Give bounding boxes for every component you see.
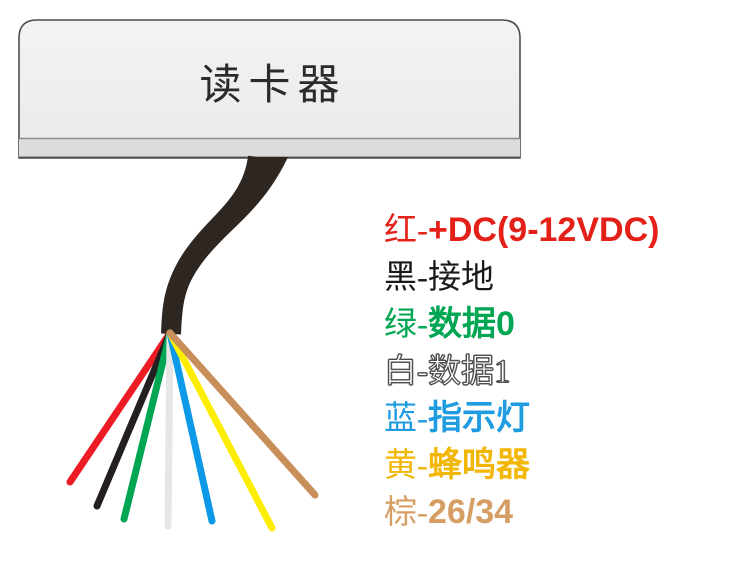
legend-green: 绿-数据0 [384,300,751,347]
legend-yellow-sep: - [417,448,428,484]
legend-red-sep: - [417,213,428,249]
legend-brown: 棕-26/34 [384,488,751,535]
brown-wire [166,329,319,499]
legend-black-wire: 黑 [384,260,417,296]
white-wire [164,329,174,530]
legend-blue-value: 指示灯 [428,399,530,437]
legend-white: 白-数据1 [384,347,751,394]
legend-black-sep: - [417,260,428,296]
black-wire [93,329,174,510]
red-wire [66,329,174,486]
legend-green-sep: - [417,307,428,343]
legend-yellow-wire: 黄 [384,448,417,484]
legend-brown-sep: - [417,495,428,531]
legend-blue-sep: - [417,401,428,437]
blue-wire [166,329,216,525]
green-wire [120,329,174,523]
legend-white-sep: - [417,354,429,391]
reader-body [18,19,521,159]
legend-red-wire: 红 [384,213,417,249]
reader-cable [171,157,288,334]
legend-green-value: 数据0 [428,305,515,343]
legend-blue: 蓝-指示灯 [384,394,751,441]
yellow-wire [166,329,276,532]
legend-red: 红-+DC(9-12VDC) [384,206,751,253]
legend-yellow: 黄-蜂鸣器 [384,441,751,488]
legend-blue-wire: 蓝 [384,401,417,437]
reader-label: 读卡器 [199,63,347,109]
legend-black: 黑-接地 [384,253,751,300]
legend-red-value: +DC(9-12VDC) [428,211,660,249]
legend-green-wire: 绿 [384,307,417,343]
legend-black-value: 接地 [428,260,494,296]
legend-yellow-value: 蜂鸣器 [428,446,530,484]
reader-base-strip [19,139,520,158]
legend-white-value: 数据1 [428,354,511,391]
legend-brown-value: 26/34 [428,493,514,531]
reader-cable-core [161,155,268,335]
wire-fan-group [66,329,319,532]
wire-legend: 红-+DC(9-12VDC) 黑-接地 绿-数据0 白-数据1 蓝-指示灯 黄-… [384,206,751,535]
legend-brown-wire: 棕 [384,495,417,531]
legend-white-wire: 白 [384,354,418,391]
